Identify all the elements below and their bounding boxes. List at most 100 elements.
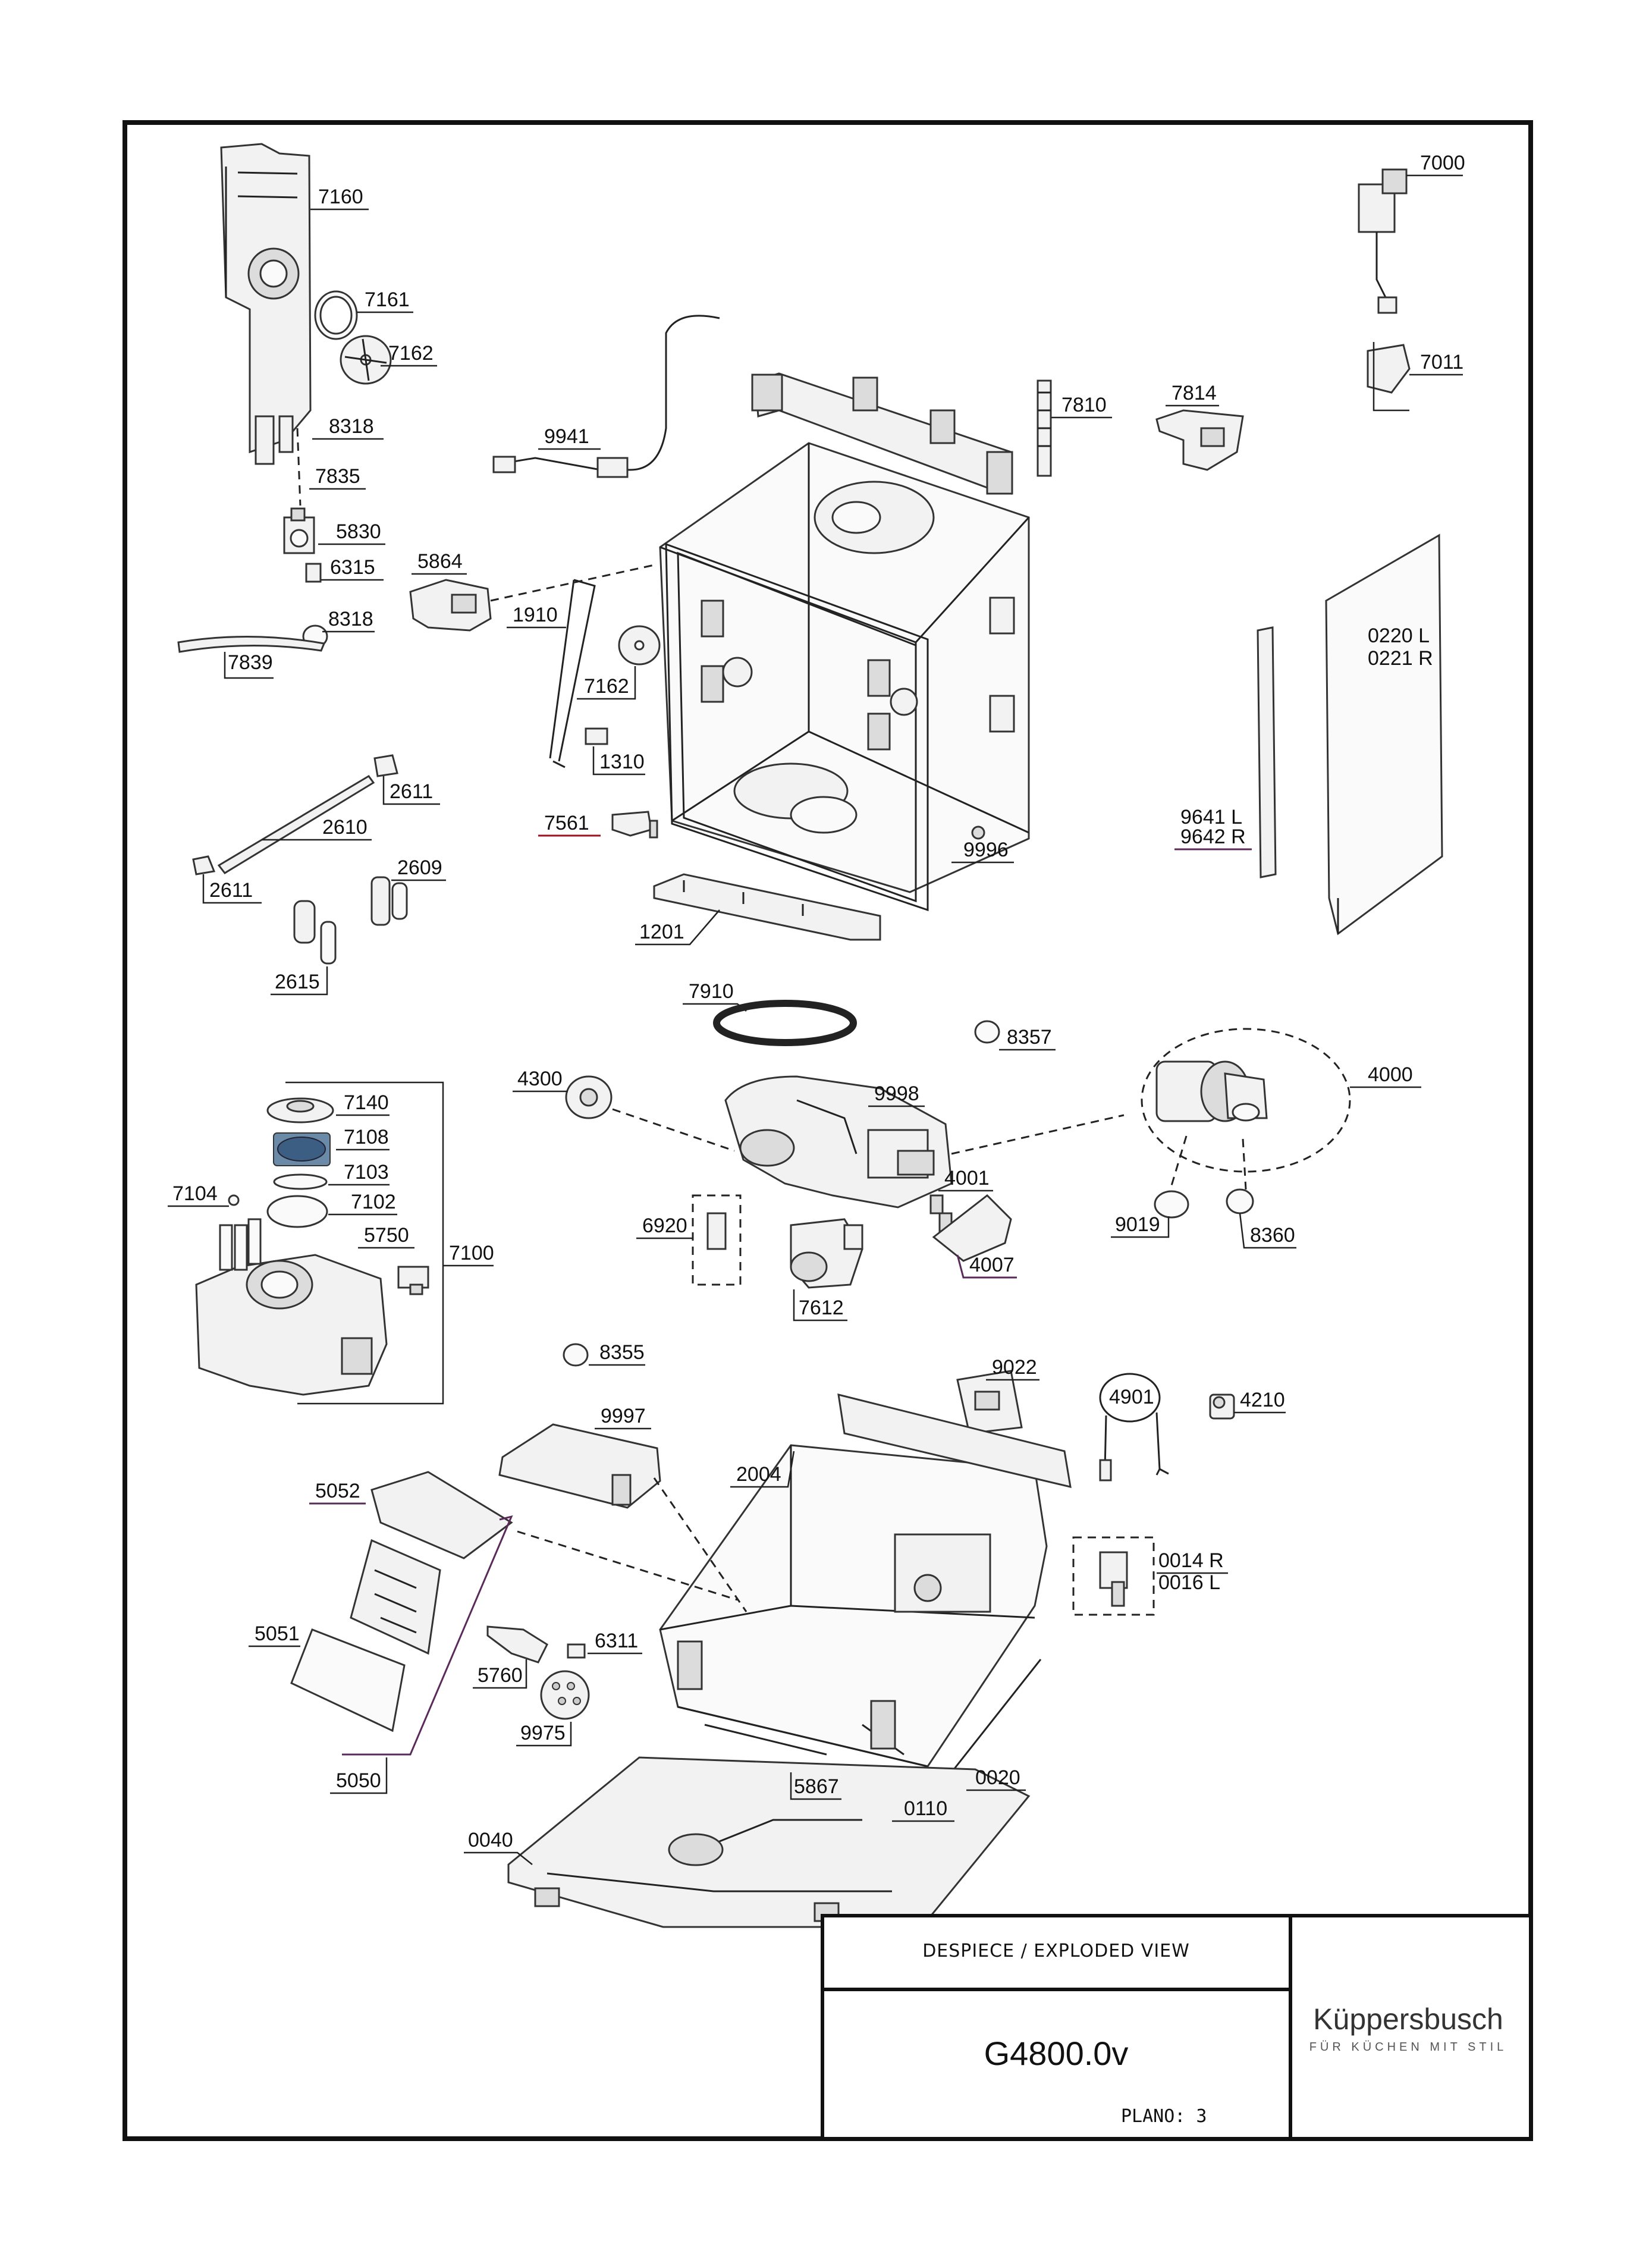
part-4007-cover — [932, 1194, 1012, 1262]
label-9642: 9642 R — [1180, 826, 1246, 848]
part-8360-clamp — [1226, 1188, 1254, 1214]
part-6311-clip — [567, 1643, 586, 1659]
label-7561: 7561 — [544, 812, 589, 834]
label-7839: 7839 — [228, 651, 273, 674]
label-5867: 5867 — [794, 1775, 839, 1798]
part-2609-adjuster — [370, 876, 408, 926]
part-7102-seal — [266, 1195, 328, 1228]
part-7100-softener — [195, 1218, 388, 1396]
title-plano: PLANO: 3 — [1121, 2106, 1207, 2127]
label-2609: 2609 — [397, 856, 442, 879]
label-2004: 2004 — [736, 1463, 781, 1486]
part-5050-frame — [290, 1628, 406, 1732]
part-9997-bracket — [498, 1423, 661, 1509]
part-6315-clip — [305, 563, 322, 583]
part-1201-base-frame — [653, 873, 881, 941]
part-7612-drain-pump — [790, 1218, 863, 1289]
label-5750: 5750 — [364, 1224, 409, 1247]
title-block: DESPIECE / EXPLODED VIEW G4800.0v PLANO:… — [821, 1914, 1532, 2140]
label-1910: 1910 — [513, 604, 558, 626]
part-7162-disc — [340, 335, 392, 385]
part-7140-lid — [266, 1097, 334, 1123]
label-4210: 4210 — [1240, 1389, 1285, 1411]
label-1201: 1201 — [639, 921, 684, 943]
part-7910-seal — [713, 1000, 857, 1046]
part-9996-screw — [971, 826, 985, 840]
label-6315: 6315 — [330, 556, 375, 579]
label-9022: 9022 — [992, 1356, 1037, 1379]
part-8355-clamp — [563, 1343, 589, 1367]
label-7612: 7612 — [799, 1297, 844, 1319]
part-9941-wiring — [492, 315, 720, 478]
label-7162-b: 7162 — [584, 675, 629, 698]
part-5760-sensor — [486, 1625, 548, 1663]
label-0020: 0020 — [975, 1766, 1020, 1789]
part-tub — [659, 372, 1030, 912]
label-2615: 2615 — [275, 971, 320, 993]
label-7814: 7814 — [1172, 382, 1217, 404]
brand-logo: Küppersbusch — [1313, 2003, 1503, 2036]
label-5864: 5864 — [417, 550, 463, 573]
part-4901-power-cord — [1099, 1373, 1169, 1482]
label-7102: 7102 — [351, 1191, 396, 1213]
part-9022-module — [956, 1370, 1023, 1435]
label-4001: 4001 — [944, 1167, 990, 1189]
label-9997: 9997 — [601, 1405, 646, 1427]
label-0040: 0040 — [468, 1829, 513, 1851]
part-5052-bracket — [370, 1471, 513, 1559]
part-side-panel — [1325, 533, 1443, 936]
part-7161-ring — [314, 290, 358, 340]
label-6920: 6920 — [642, 1214, 687, 1237]
part-7160-softener-chamber — [220, 143, 312, 465]
label-0014: 0014 R — [1158, 1549, 1224, 1572]
part-7104-oring — [228, 1194, 240, 1206]
label-2611-a: 2611 — [390, 780, 433, 803]
label-7835: 7835 — [315, 465, 360, 488]
label-4000: 4000 — [1368, 1063, 1413, 1086]
part-0040-bottom-tray — [507, 1756, 1031, 1928]
label-8355: 8355 — [599, 1341, 645, 1364]
label-2611-b: 2611 — [209, 879, 253, 902]
label-7810: 7810 — [1061, 394, 1107, 416]
label-0220: 0220 L — [1368, 624, 1430, 647]
part-5750-sensor — [397, 1266, 429, 1295]
part-7011-bracket — [1367, 344, 1411, 394]
part-7103-ring — [273, 1173, 328, 1190]
part-4210-component — [1209, 1393, 1235, 1420]
part-7810-pipe — [1037, 379, 1052, 477]
label-7161: 7161 — [365, 288, 410, 311]
part-7561-hinge — [611, 811, 658, 839]
label-5760: 5760 — [478, 1664, 523, 1687]
label-8360: 8360 — [1250, 1224, 1295, 1247]
label-7011: 7011 — [1420, 351, 1463, 373]
part-2615-adjuster — [293, 900, 337, 965]
label-0110: 0110 — [904, 1797, 947, 1820]
label-9996: 9996 — [963, 839, 1009, 861]
part-7000-inlet-valve — [1358, 168, 1408, 314]
part-7108-gasket — [273, 1132, 331, 1166]
label-8357: 8357 — [1007, 1026, 1052, 1049]
label-8318-a: 8318 — [329, 415, 374, 438]
label-4300: 4300 — [517, 1068, 563, 1090]
label-2610: 2610 — [322, 816, 368, 839]
label-7000: 7000 — [1420, 152, 1465, 174]
part-2611-foot-a — [373, 754, 398, 777]
label-6311: 6311 — [595, 1630, 638, 1652]
part-0020-rod — [950, 1659, 1042, 1773]
part-7814-sensor — [1155, 409, 1244, 471]
title-header: DESPIECE / EXPLODED VIEW — [922, 1941, 1190, 1961]
title-model: G4800.0v — [984, 2035, 1129, 2072]
part-5830-valve — [283, 507, 315, 554]
part-2004-base-frame — [659, 1393, 1072, 1768]
label-9998: 9998 — [874, 1082, 919, 1105]
label-7162-a: 7162 — [388, 342, 434, 365]
part-4300-pressure-sensor — [565, 1075, 613, 1119]
label-9941: 9941 — [544, 425, 589, 448]
part-9975-filter — [540, 1670, 590, 1720]
part-5864-connector — [409, 579, 492, 632]
label-5051: 5051 — [255, 1622, 300, 1645]
part-9019-ring — [1154, 1190, 1189, 1219]
part-2611-foot-b — [192, 855, 216, 875]
label-5050: 5050 — [336, 1769, 381, 1792]
part-8357-clamp — [974, 1020, 1000, 1044]
